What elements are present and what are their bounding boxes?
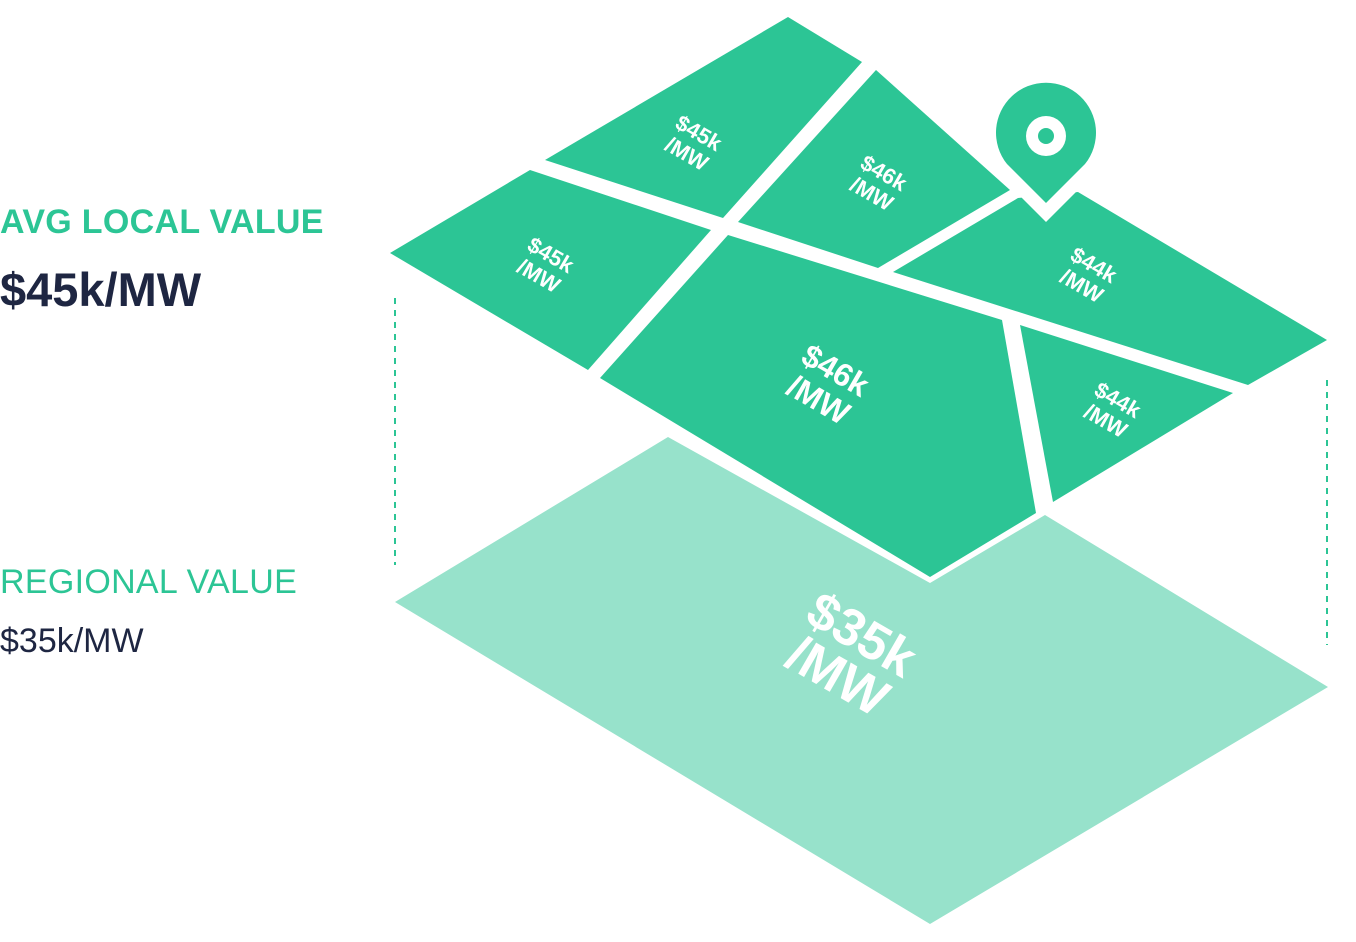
parcel-4 bbox=[600, 235, 1036, 577]
regional-value: $35k/MW bbox=[0, 622, 144, 660]
parcel-5 bbox=[893, 192, 1327, 385]
regional-layer bbox=[395, 437, 1328, 924]
parcel-3 bbox=[390, 170, 711, 370]
parcel-2 bbox=[738, 70, 1010, 268]
map-pin-icon bbox=[980, 62, 1112, 222]
parcel-4-label: $46k /MW bbox=[781, 337, 875, 432]
parcel-1-label: $45k /MW bbox=[661, 110, 727, 176]
avg-local-value-title: AVG LOCAL VALUE bbox=[0, 203, 324, 241]
avg-local-value: $45k/MW bbox=[0, 263, 202, 316]
parcel-5-label: $44k /MW bbox=[1056, 242, 1122, 308]
regional-value-title: REGIONAL VALUE bbox=[0, 563, 298, 601]
parcel-6 bbox=[1020, 325, 1233, 502]
parcel-1 bbox=[545, 17, 862, 218]
